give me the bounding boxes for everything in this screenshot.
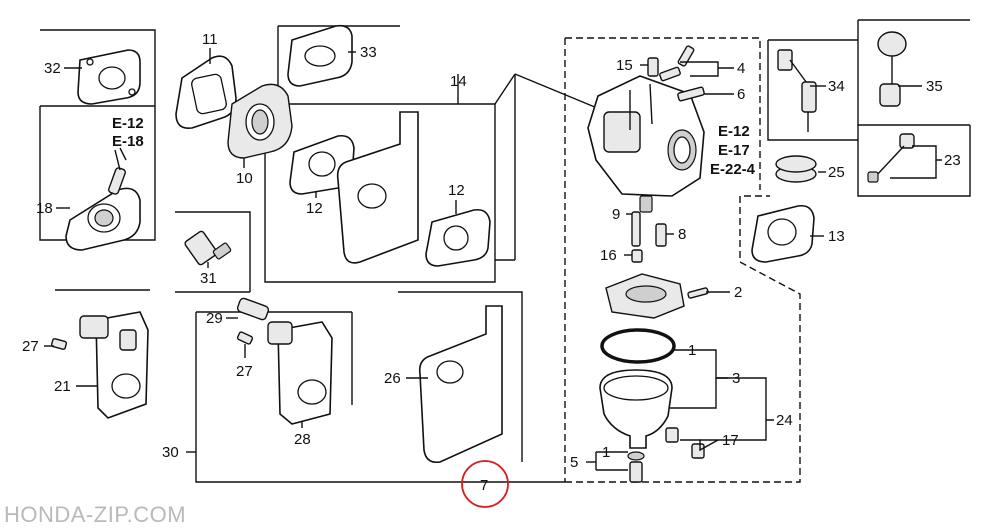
part-35 bbox=[877, 31, 907, 107]
callout-30: 30 bbox=[162, 444, 179, 461]
bolt-5 bbox=[627, 451, 645, 483]
callout-1-top: 1 bbox=[688, 342, 696, 359]
callout-1-bottom: 1 bbox=[602, 444, 610, 461]
callout-6: 6 bbox=[737, 86, 745, 103]
callout-13: 13 bbox=[828, 228, 845, 245]
callout-21: 21 bbox=[54, 378, 71, 395]
float-bowl-3 bbox=[599, 369, 673, 449]
callout-29: 29 bbox=[206, 310, 223, 327]
plate-14 bbox=[336, 111, 419, 264]
part-34 bbox=[777, 49, 817, 132]
callout-15: 15 bbox=[616, 57, 633, 74]
callout-32: 32 bbox=[44, 60, 61, 77]
screw-15 bbox=[647, 57, 659, 77]
watermark-text: HONDA-ZIP.COM bbox=[4, 502, 187, 527]
plate-26 bbox=[418, 305, 503, 464]
callout-23: 23 bbox=[944, 152, 961, 169]
callout-25: 25 bbox=[828, 164, 845, 181]
callout-14: 14 bbox=[450, 73, 467, 90]
callout-5: 5 bbox=[570, 454, 578, 471]
jet-16 bbox=[631, 249, 643, 263]
ref-right-e224: E-22-4 bbox=[710, 161, 756, 178]
leader-lines bbox=[44, 48, 942, 471]
highlight-circle bbox=[461, 460, 509, 508]
callout-31: 31 bbox=[200, 270, 217, 287]
callout-2: 2 bbox=[734, 284, 742, 301]
jet-9 bbox=[631, 211, 641, 247]
callout-12-right: 12 bbox=[448, 182, 465, 199]
callout-4: 4 bbox=[737, 60, 745, 77]
ref-right-e12: E-12 bbox=[718, 123, 750, 140]
pin-27-left bbox=[50, 338, 68, 350]
callout-27-left: 27 bbox=[22, 338, 39, 355]
frame-lines bbox=[39, 19, 971, 483]
float-2 bbox=[605, 273, 709, 319]
callout-27-right: 27 bbox=[236, 363, 253, 380]
reference-codes: E-12 E-18 E-12 E-17 E-22-4 bbox=[112, 115, 756, 178]
jet-8 bbox=[655, 223, 667, 247]
pin-27-right bbox=[236, 331, 254, 345]
callout-24: 24 bbox=[776, 412, 793, 429]
ref-right-e17: E-17 bbox=[718, 142, 750, 159]
callout-17: 17 bbox=[722, 432, 739, 449]
callout-8: 8 bbox=[678, 226, 686, 243]
gasket-11 bbox=[175, 55, 237, 130]
oring-1 bbox=[600, 328, 676, 364]
part-28 bbox=[267, 321, 333, 425]
part-18 bbox=[65, 167, 141, 251]
part-23 bbox=[867, 133, 915, 183]
carburetor-body bbox=[587, 75, 705, 213]
callout-18: 18 bbox=[36, 200, 53, 217]
part-31 bbox=[184, 230, 232, 266]
part-29 bbox=[236, 297, 270, 321]
callout-12-left: 12 bbox=[306, 200, 323, 217]
callout-11: 11 bbox=[202, 31, 218, 48]
callout-labels: 32 11 33 14 15 4 6 34 35 10 12 12 18 25 … bbox=[22, 31, 961, 494]
callout-33: 33 bbox=[360, 44, 377, 61]
screw-17 bbox=[665, 427, 705, 459]
gasket-32 bbox=[77, 49, 141, 105]
part-21 bbox=[79, 311, 149, 419]
screw-4 bbox=[659, 45, 695, 82]
callout-7: 7 bbox=[480, 477, 488, 494]
gasket-13 bbox=[751, 204, 815, 263]
insulator-10 bbox=[227, 83, 293, 159]
callout-9: 9 bbox=[612, 206, 620, 223]
ref-left-e18: E-18 bbox=[112, 133, 144, 150]
callout-3: 3 bbox=[732, 370, 740, 387]
callout-10: 10 bbox=[236, 170, 253, 187]
callout-34: 34 bbox=[828, 78, 845, 95]
callout-26: 26 bbox=[384, 370, 401, 387]
callout-35: 35 bbox=[926, 78, 943, 95]
ref-left-e12: E-12 bbox=[112, 115, 144, 132]
part-25 bbox=[775, 155, 817, 183]
gasket-33 bbox=[287, 24, 353, 87]
gasket-12-right bbox=[425, 208, 491, 267]
callout-28: 28 bbox=[294, 431, 311, 448]
screw-6 bbox=[677, 86, 705, 102]
callout-16: 16 bbox=[600, 247, 617, 264]
